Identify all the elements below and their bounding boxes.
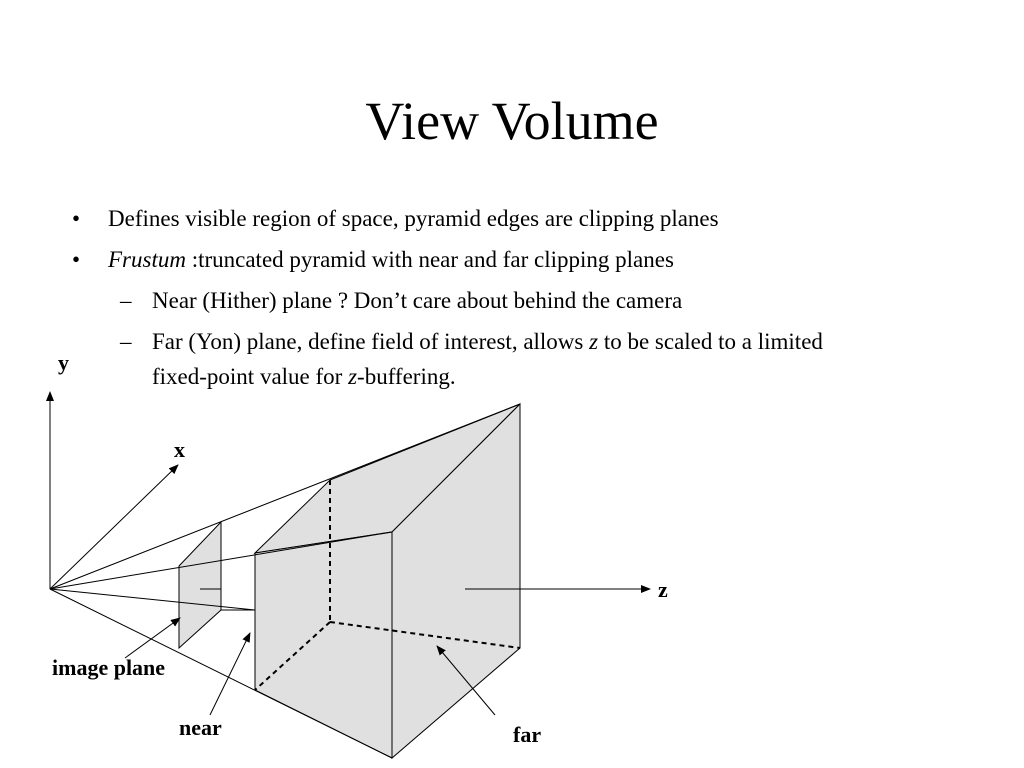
bullet-2-text: :truncated pyramid with near and far cli…: [185, 247, 674, 272]
subbullet-1-text: Near (Hither) plane ? Don’t care about b…: [152, 288, 683, 313]
far-pointer: [436, 645, 496, 716]
bullet-1-text: Defines visible region of space, pyramid…: [108, 206, 719, 231]
hidden-edge-bottom: [329, 621, 521, 649]
bullet-2: Frustum :truncated pyramid with near and…: [108, 245, 674, 275]
image-plane-shape: [178, 520, 222, 650]
y-axis-label: y: [58, 350, 69, 375]
z-variable: z: [589, 329, 599, 354]
subbullet-2-text-c: fixed-point value for: [152, 364, 349, 389]
bullet-1: Defines visible region of space, pyramid…: [108, 204, 719, 234]
hidden-edge-left: [254, 621, 331, 691]
x-axis: [49, 464, 179, 590]
bullet-marker: •: [72, 247, 81, 272]
dash-marker: –: [120, 288, 132, 313]
image-plane-pointer: [124, 617, 181, 659]
near-pointer: [209, 632, 251, 716]
subbullet-2-continued: fixed-point value for z-buffering.: [152, 362, 456, 392]
dash-marker: –: [120, 329, 132, 354]
far-label: far: [513, 722, 541, 747]
bullet-marker: •: [72, 206, 81, 231]
frustum-term: Frustum: [108, 247, 186, 272]
near-label: near: [179, 715, 222, 740]
frustum-edge: [49, 588, 256, 611]
frustum-edge: [49, 531, 393, 590]
z-axis-label: z: [658, 577, 668, 602]
z-variable: z: [348, 364, 358, 389]
subbullet-2-text-b: to be scaled to a limited: [598, 329, 823, 354]
slide-title: View Volume: [365, 91, 659, 151]
frustum-edge: [49, 588, 393, 759]
subbullet-2-text-a: Far (Yon) plane, define field of interes…: [152, 329, 590, 354]
x-axis-label: x: [174, 437, 185, 462]
frustum-edge: [49, 403, 521, 590]
subbullet-2-text-d: -buffering.: [357, 364, 456, 389]
subbullet-2: Far (Yon) plane, define field of interes…: [152, 327, 823, 357]
image-plane-label: image plane: [52, 655, 165, 680]
subbullet-1: Near (Hither) plane ? Don’t care about b…: [152, 286, 682, 316]
